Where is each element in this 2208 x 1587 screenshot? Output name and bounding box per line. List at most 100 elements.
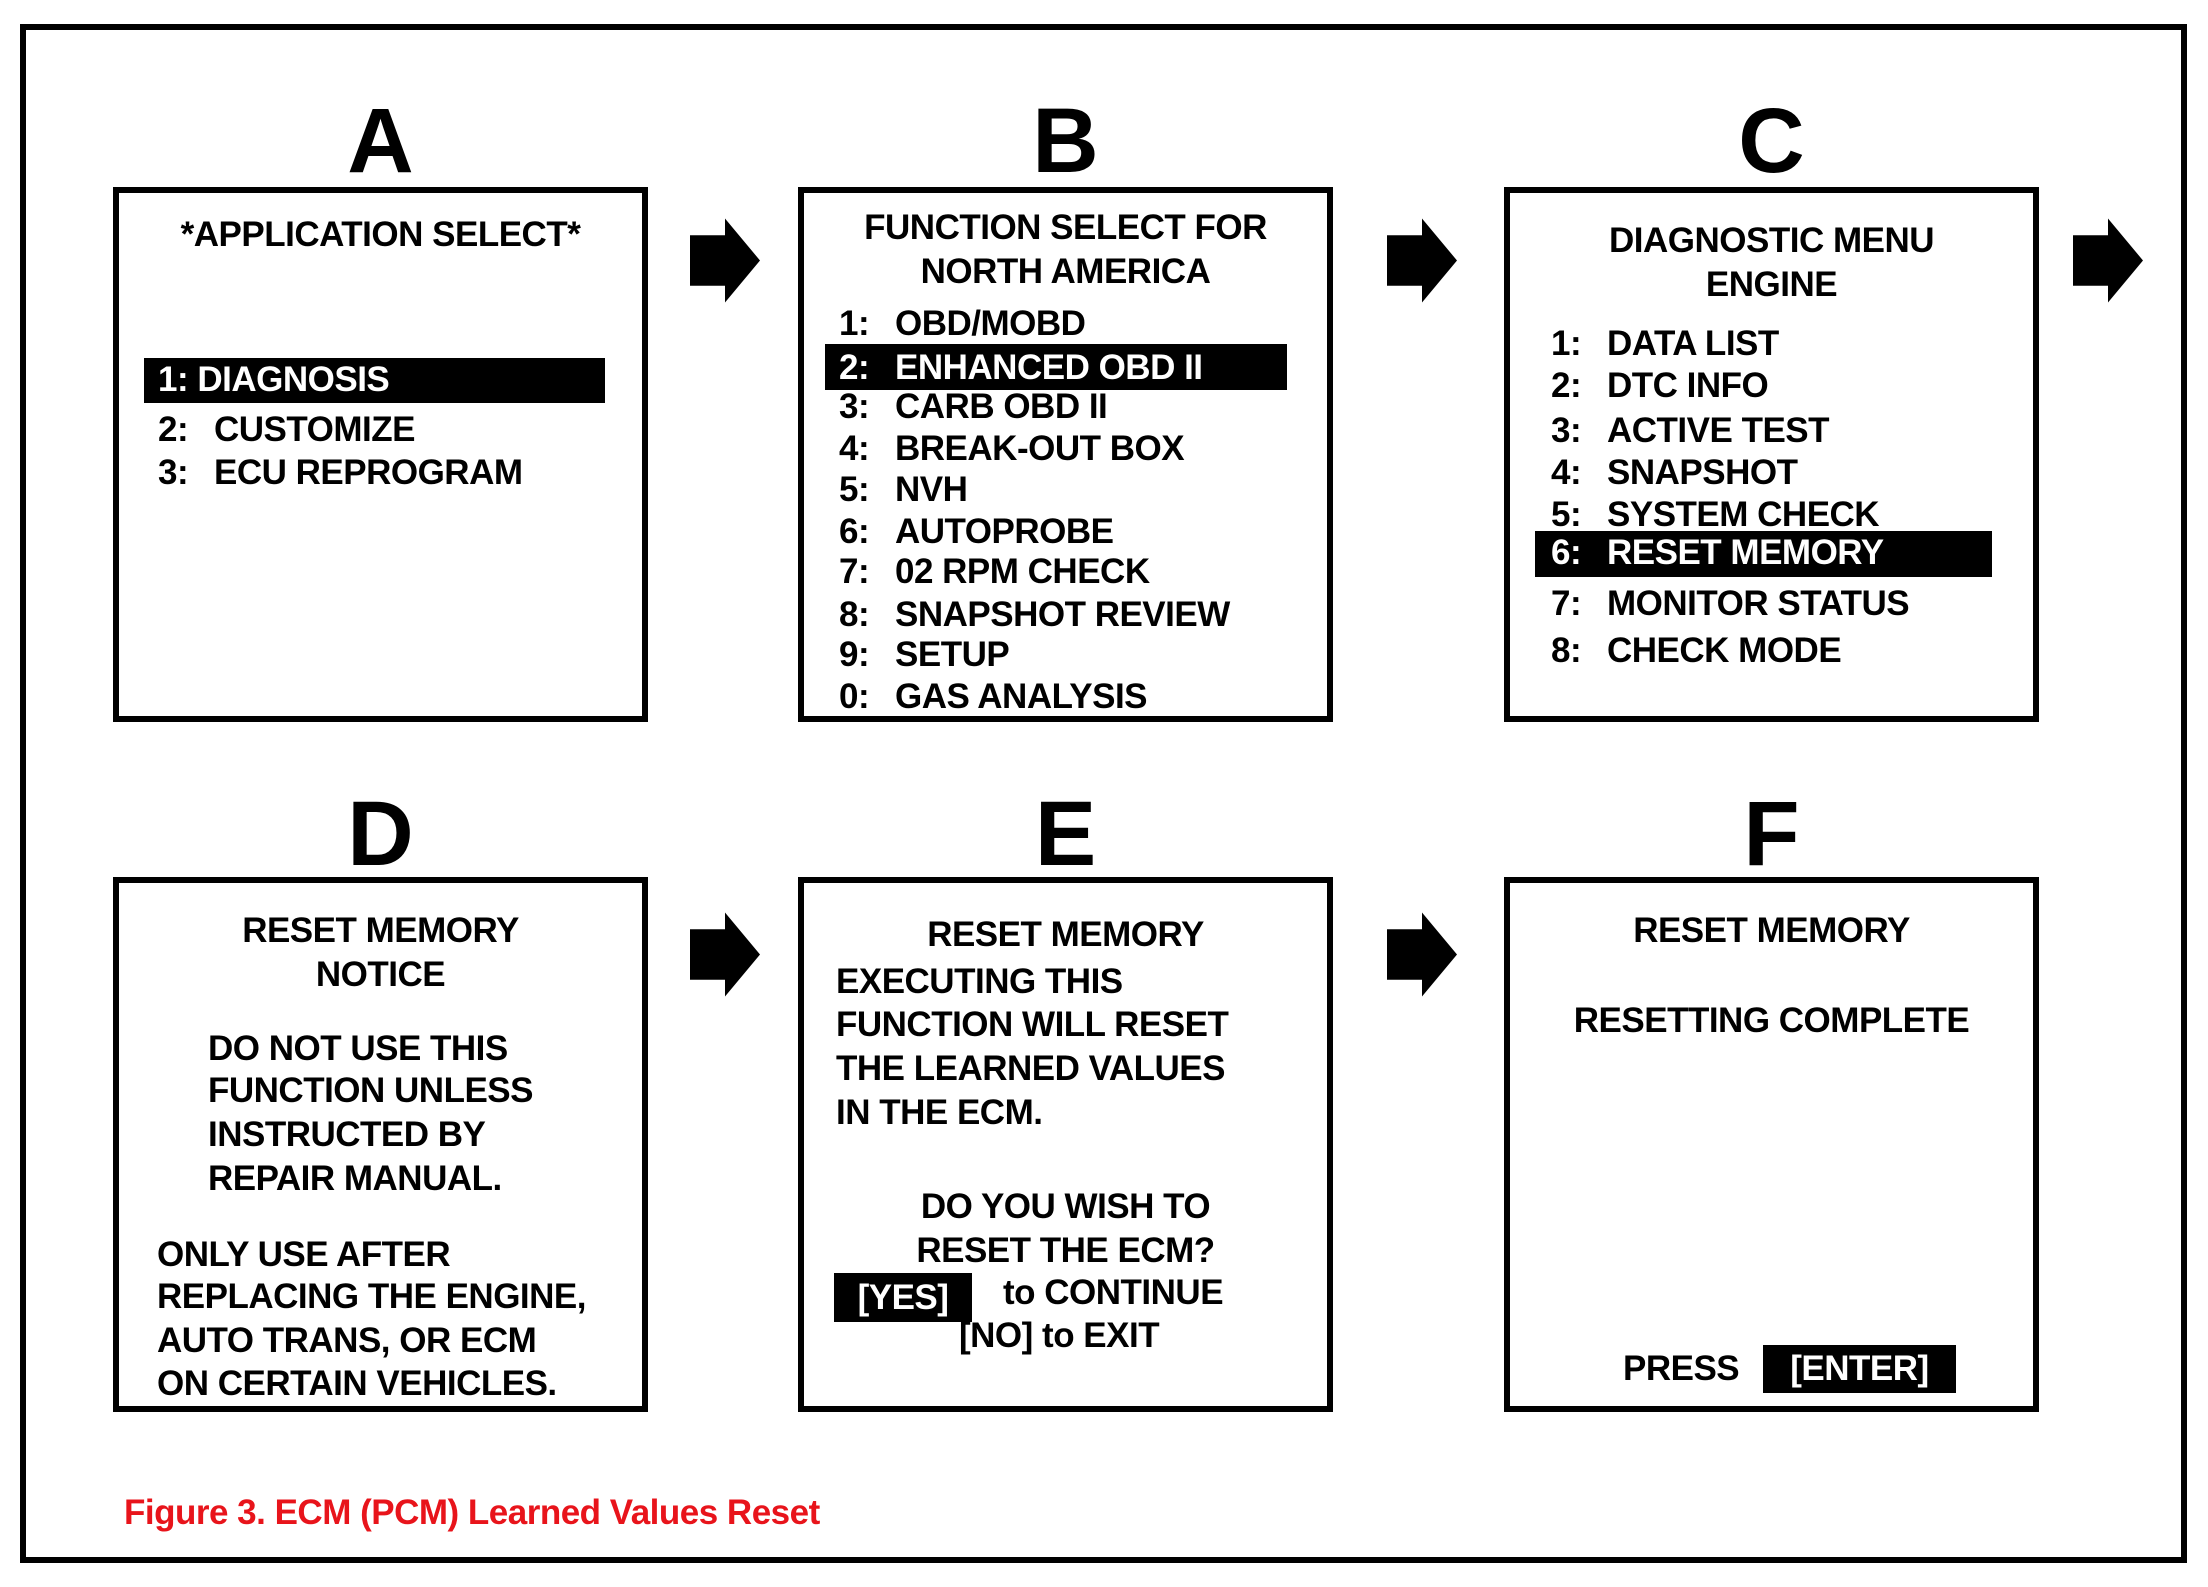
item-number: 7: (839, 552, 870, 591)
item-number: 4: (839, 429, 870, 468)
item-label: DATA LIST (1607, 324, 1779, 363)
item-number: 9: (839, 635, 870, 674)
status-message: RESETTING COMPLETE (1573, 1001, 1970, 1040)
item-label: SNAPSHOT REVIEW (895, 595, 1230, 634)
panel-b-screen: FUNCTION SELECT FOR NORTH AMERICA 1: OBD/… (798, 187, 1333, 722)
item-number: 8: (839, 595, 870, 634)
item-label: CHECK MODE (1607, 631, 1842, 670)
panel-c-title-line: DIAGNOSTIC MENU (1609, 221, 1935, 260)
enter-button[interactable]: [ENTER] (1763, 1345, 1956, 1393)
item-number: 5: (839, 470, 870, 509)
panel-b-title-line: FUNCTION SELECT FOR (864, 208, 1267, 247)
item-number: 3: (1551, 411, 1582, 450)
item-label: GAS ANALYSIS (895, 677, 1148, 716)
menu-item[interactable]: 2: DTC INFO (1551, 365, 1769, 407)
panel-d-title-line: NOTICE (315, 955, 446, 994)
right-arrow-icon (690, 218, 760, 303)
item-number: 7: (1551, 584, 1582, 623)
question-line: DO YOU WISH TO (920, 1187, 1211, 1226)
notice-line: INSTRUCTED BY (208, 1115, 486, 1154)
panel-d-screen: RESET MEMORY NOTICE DO NOT USE THIS FUNC… (113, 877, 648, 1412)
panel-a-screen: *APPLICATION SELECT* 1: DIAGNOSIS 2: CUST… (113, 187, 648, 722)
menu-item[interactable]: 7: MONITOR STATUS (1551, 583, 1910, 625)
item-label: SYSTEM CHECK (1607, 495, 1880, 534)
menu-item-customize[interactable]: 2: CUSTOMIZE (158, 409, 415, 451)
right-arrow-icon (1387, 912, 1457, 997)
item-label: BREAK-OUT BOX (895, 429, 1185, 468)
menu-item[interactable]: 4: BREAK-OUT BOX (839, 428, 1185, 470)
panel-b-title-line: NORTH AMERICA (920, 252, 1211, 291)
item-number: 1: (158, 360, 189, 399)
item-label: ECU REPROGRAM (214, 453, 523, 492)
menu-item[interactable]: 1:DATA LIST (1551, 323, 1779, 365)
item-number: 1: (839, 304, 870, 343)
selection-highlight (144, 358, 605, 403)
message-line: IN THE ECM. (836, 1093, 1043, 1132)
item-label: OBD/MOBD (895, 304, 1086, 343)
menu-item[interactable]: 3: ACTIVE TEST (1551, 410, 1830, 452)
item-label: RESET MEMORY (1607, 533, 1884, 572)
message-line: FUNCTION WILL RESET (836, 1005, 1229, 1044)
no-instruction[interactable]: [NO] to EXIT (959, 1316, 1160, 1355)
menu-item-diagnosis[interactable]: 1: DIAGNOSIS (158, 359, 390, 401)
panel-f-screen: RESET MEMORY RESETTING COMPLETE PRESS [E… (1504, 877, 2039, 1412)
item-number: 2: (1551, 366, 1582, 405)
right-arrow-icon (690, 912, 760, 997)
item-label: DIAGNOSIS (197, 360, 390, 399)
notice-line: REPAIR MANUAL. (208, 1159, 502, 1198)
item-label: AUTOPROBE (895, 512, 1114, 551)
item-label: ACTIVE TEST (1607, 411, 1830, 450)
notice-line: ONLY USE AFTER (157, 1235, 451, 1274)
item-number: 5: (1551, 495, 1582, 534)
menu-item[interactable]: 0:GAS ANALYSIS (839, 676, 1148, 718)
question-line: RESET THE ECM? (916, 1231, 1215, 1270)
item-number: 8: (1551, 631, 1582, 670)
figure-frame (20, 24, 2187, 1563)
panel-letter-b: B (1032, 90, 1099, 192)
menu-item[interactable]: 8: CHECK MODE (1551, 630, 1842, 672)
item-number: 2: (839, 348, 870, 387)
menu-item[interactable]: 5: NVH (839, 469, 968, 511)
panel-letter-f: F (1743, 783, 1800, 885)
panel-letter-d: D (347, 783, 414, 885)
right-arrow-icon (1387, 218, 1457, 303)
notice-line: AUTO TRANS, OR ECM (157, 1321, 537, 1360)
item-number: 6: (839, 512, 870, 551)
item-label: SNAPSHOT (1607, 453, 1798, 492)
item-label: NVH (895, 470, 968, 509)
item-number: 3: (158, 453, 189, 492)
menu-item-ecu-reprogram[interactable]: 3: ECU REPROGRAM (158, 452, 523, 494)
item-number: 6: (1551, 533, 1582, 572)
menu-item[interactable]: 4: SNAPSHOT (1551, 452, 1798, 494)
item-label: SETUP (895, 635, 1010, 674)
item-label: MONITOR STATUS (1607, 584, 1910, 623)
menu-item[interactable]: 2:ENHANCED OBD II (839, 347, 1203, 389)
yes-button[interactable]: [YES] (834, 1273, 972, 1322)
menu-item[interactable]: 8: SNAPSHOT REVIEW (839, 594, 1230, 636)
panel-a-title: *APPLICATION SELECT* (180, 215, 581, 254)
selection-highlight (1535, 531, 1992, 577)
item-number: 2: (158, 410, 189, 449)
menu-item[interactable]: 1: OBD/MOBD (839, 303, 1086, 345)
menu-item[interactable]: 5: SYSTEM CHECK (1551, 494, 1880, 536)
menu-item[interactable]: 9: SETUP (839, 634, 1010, 676)
item-number: 4: (1551, 453, 1582, 492)
panel-e-screen: RESET MEMORY EXECUTING THIS FUNCTION WIL… (798, 877, 1333, 1412)
menu-item[interactable]: 6: RESET MEMORY (1551, 532, 1884, 574)
figure-caption: Figure 3. ECM (PCM) Learned Values Reset (124, 1493, 820, 1532)
notice-line: ON CERTAIN VEHICLES. (157, 1364, 557, 1403)
selection-highlight (825, 344, 1287, 390)
item-label: 02 RPM CHECK (895, 552, 1150, 591)
item-label: DTC INFO (1607, 366, 1769, 405)
panel-letter-e: E (1034, 783, 1097, 885)
menu-item[interactable]: 7: 02 RPM CHECK (839, 551, 1150, 593)
right-arrow-icon (2073, 218, 2143, 303)
menu-item[interactable]: 3:CARB OBD II (839, 386, 1108, 428)
press-label: PRESS (1623, 1349, 1740, 1388)
panel-c-title-line: ENGINE (1705, 265, 1838, 304)
menu-item[interactable]: 6: AUTOPROBE (839, 511, 1114, 553)
panel-e-title: RESET MEMORY (927, 915, 1204, 954)
item-label: CUSTOMIZE (214, 410, 415, 449)
message-line: EXECUTING THIS (836, 962, 1123, 1001)
